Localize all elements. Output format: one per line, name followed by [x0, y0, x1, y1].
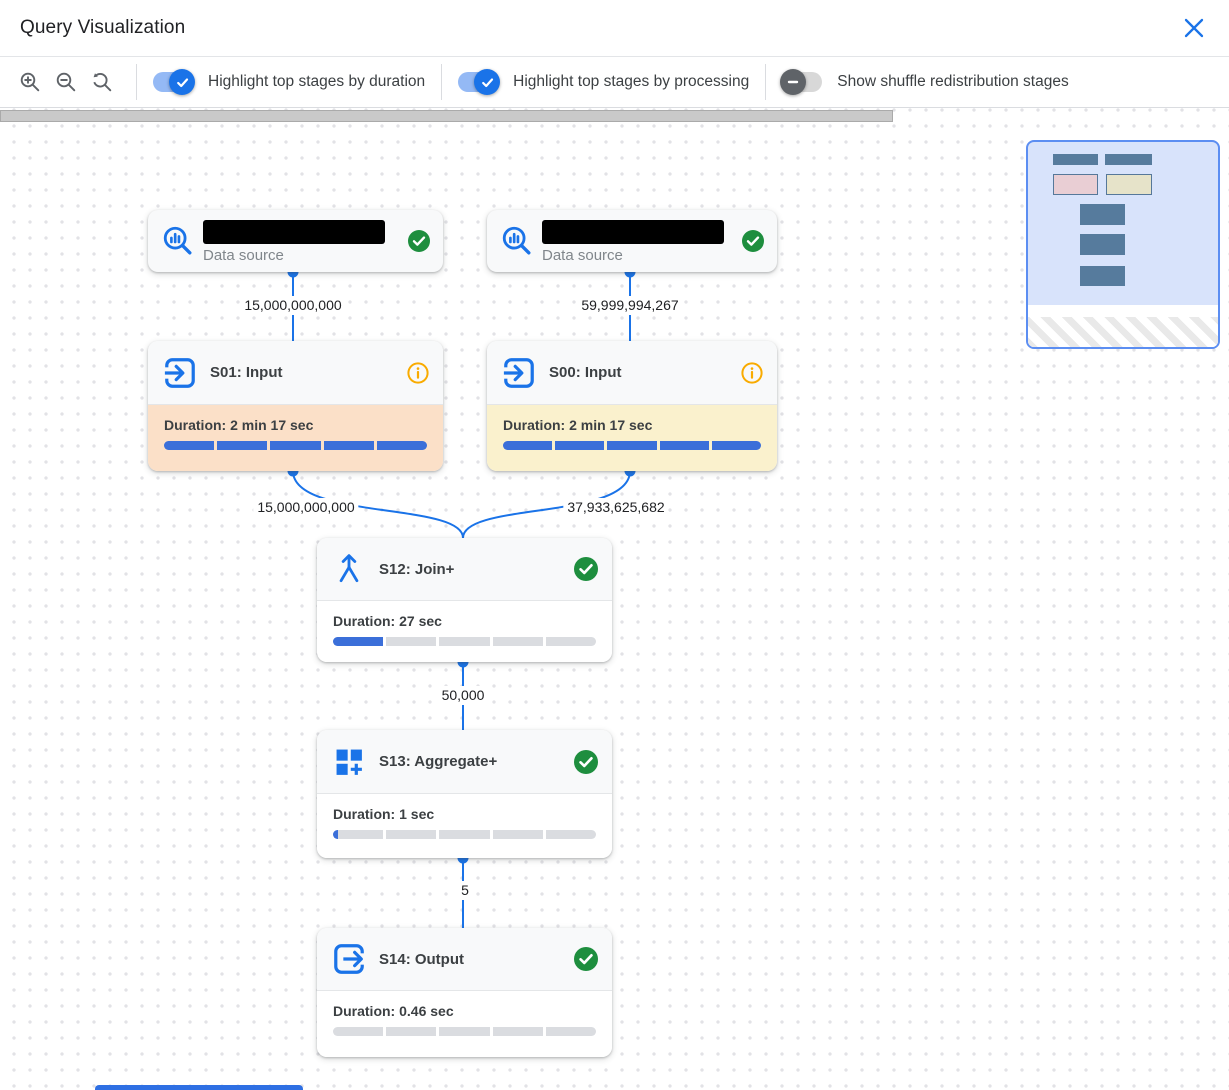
minimap-outside-viewport: [1028, 305, 1218, 347]
progress-bar: [333, 1027, 597, 1036]
progress-bar: [503, 441, 762, 450]
data-source-label: Data source: [203, 246, 284, 264]
stage-title: S13: Aggregate+: [379, 753, 498, 770]
partially-visible-node-edge: [95, 1085, 303, 1090]
panel-header: Query Visualization: [0, 0, 1229, 57]
minimap-node: [1080, 266, 1125, 286]
progress-bar: [164, 441, 428, 450]
check-icon: [176, 77, 188, 87]
redacted-table-name: [542, 219, 724, 244]
minimap-hatch-pattern: [1028, 317, 1218, 347]
completed-check-icon: [408, 230, 430, 252]
zoom-in-icon: [20, 72, 40, 92]
stage-duration: Duration: 27 sec: [333, 613, 442, 629]
node-data-source-1[interactable]: Data source: [148, 210, 443, 272]
minimap-node: [1080, 234, 1125, 255]
info-icon[interactable]: [741, 361, 763, 384]
close-button[interactable]: [1179, 13, 1209, 43]
toggle-show-shuffle[interactable]: [780, 69, 823, 95]
minimap-node: [1053, 154, 1098, 165]
join-icon: [339, 554, 359, 583]
close-icon: [1184, 18, 1204, 38]
data-source-icon: [502, 226, 531, 255]
toggle-group-processing: Highlight top stages by processing: [458, 69, 750, 95]
toggle-label: Highlight top stages by duration: [208, 73, 426, 90]
stage-duration: Duration: 0.46 sec: [333, 1003, 454, 1019]
completed-check-icon: [742, 230, 764, 252]
input-icon: [163, 357, 195, 388]
completed-check-icon: [574, 947, 598, 971]
stage-duration: Duration: 2 min 17 sec: [503, 417, 653, 433]
toggle-highlight-processing[interactable]: [458, 69, 501, 95]
toolbar-divider: [765, 64, 767, 100]
graph-canvas[interactable]: 15,000,000,000 59,999,994,267 15,000,000…: [0, 108, 1229, 1090]
edge-label: 37,933,625,682: [563, 498, 669, 517]
stage-node-s14[interactable]: S14: Output Duration: 0.46 sec: [317, 928, 612, 1057]
stage-title: S12: Join+: [379, 560, 455, 578]
data-source-icon: [163, 226, 192, 255]
completed-check-icon: [574, 749, 598, 774]
zoom-reset-button[interactable]: [84, 64, 120, 100]
progress-bar: [333, 830, 597, 839]
horizontal-scrollbar-thumb[interactable]: [0, 110, 893, 122]
stage-duration: Duration: 2 min 17 sec: [164, 417, 314, 433]
edge-label: 15,000,000,000: [253, 498, 359, 517]
zoom-in-button[interactable]: [12, 64, 48, 100]
toggle-highlight-duration[interactable]: [153, 69, 195, 95]
stage-title: S14: Output: [379, 950, 464, 968]
edge-label: 59,999,994,267: [577, 296, 683, 315]
stage-node-s01[interactable]: S01: Input Duration: 2 min 17 sec: [148, 341, 443, 471]
edge-label: 5: [457, 881, 473, 900]
toggle-group-shuffle: Show shuffle redistribution stages: [780, 69, 1069, 95]
input-icon: [502, 357, 534, 388]
edge-label: 15,000,000,000: [240, 296, 346, 315]
info-icon[interactable]: [407, 361, 429, 384]
zoom-out-button[interactable]: [48, 64, 84, 100]
minus-icon: [788, 80, 799, 84]
completed-check-icon: [574, 557, 598, 581]
edge-label: 50,000: [437, 686, 489, 705]
data-source-label: Data source: [542, 246, 623, 264]
stage-node-s00[interactable]: S00: Input Duration: 2 min 17 sec: [487, 341, 777, 471]
redacted-table-name: [203, 219, 385, 244]
minimap-node: [1105, 154, 1152, 165]
check-icon: [481, 77, 493, 87]
minimap[interactable]: [1026, 140, 1220, 349]
minimap-node-duration-highlight: [1053, 174, 1098, 195]
toggle-label: Show shuffle redistribution stages: [837, 73, 1069, 90]
stage-node-s12[interactable]: S12: Join+ Duration: 27 sec: [317, 538, 612, 662]
zoom-out-icon: [56, 72, 76, 92]
stage-title: S01: Input: [210, 364, 283, 381]
minimap-node: [1080, 204, 1125, 225]
page-title: Query Visualization: [20, 17, 186, 38]
graph-toolbar: Highlight top stages by duration Highlig…: [0, 57, 1229, 108]
stage-title: S00: Input: [549, 364, 622, 381]
aggregate-icon: [336, 749, 362, 775]
zoom-reset-icon: [93, 72, 112, 92]
stage-node-s13[interactable]: S13: Aggregate+ Duration: 1 sec: [317, 730, 612, 858]
progress-bar: [333, 637, 597, 646]
toggle-group-duration: Highlight top stages by duration: [153, 69, 426, 95]
minimap-node-processing-highlight: [1106, 174, 1152, 195]
node-data-source-2[interactable]: Data source: [487, 210, 777, 272]
output-icon: [334, 944, 366, 974]
toolbar-divider: [136, 64, 137, 100]
toolbar-divider: [441, 64, 443, 100]
toggle-label: Highlight top stages by processing: [513, 73, 750, 90]
stage-duration: Duration: 1 sec: [333, 806, 435, 822]
